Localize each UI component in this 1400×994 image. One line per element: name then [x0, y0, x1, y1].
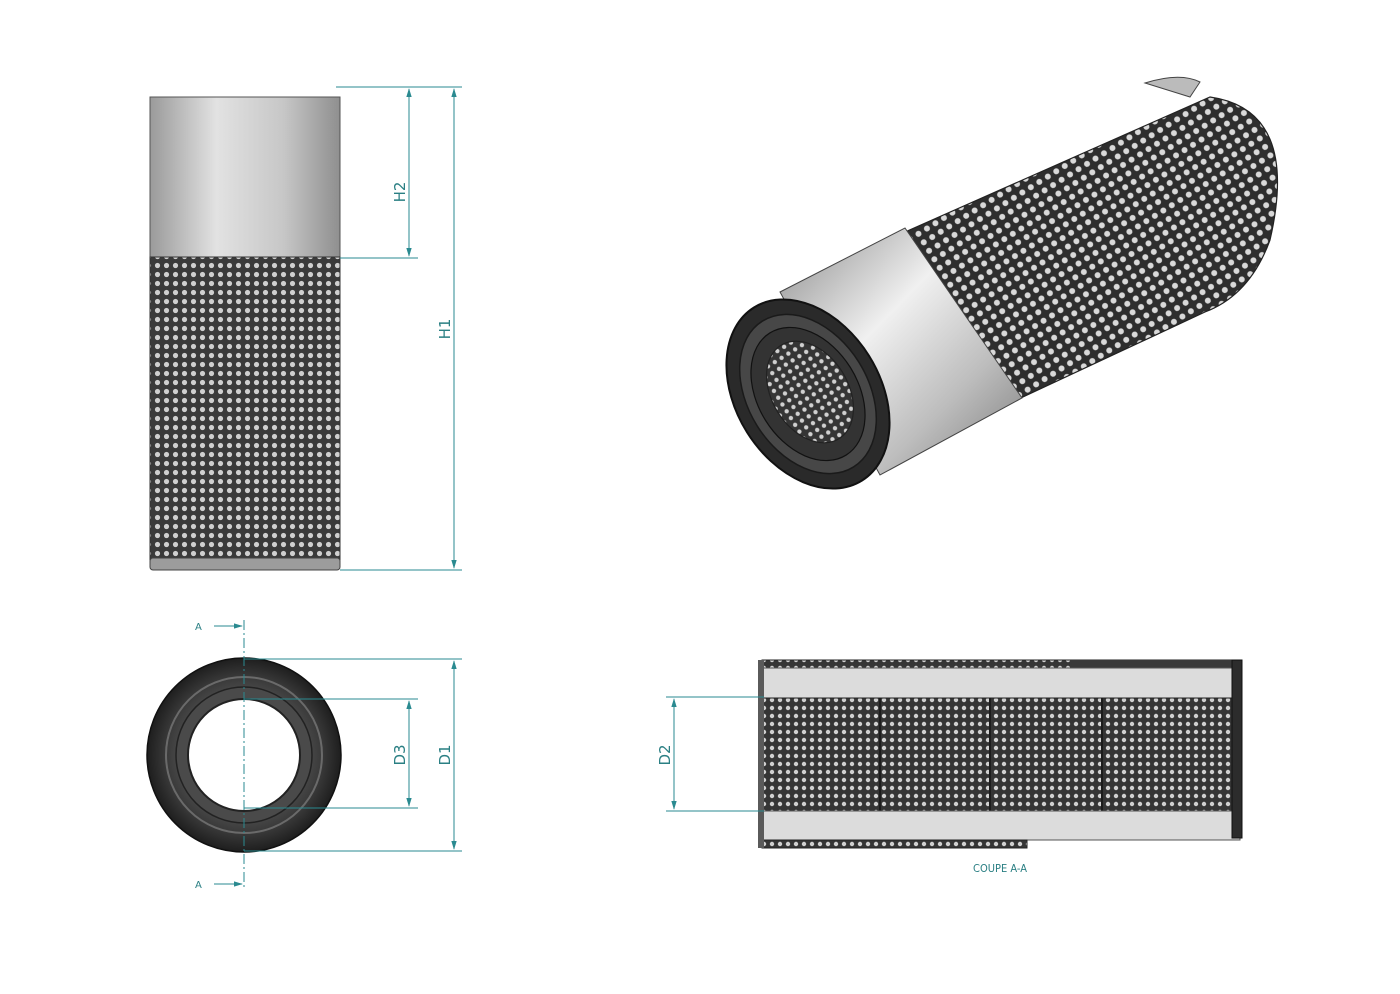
front-view-bottom-cap	[149, 557, 341, 571]
dimension-h2: H2	[336, 86, 418, 259]
dimension-d3: D3	[244, 698, 418, 809]
dimension-label-d2: D2	[656, 744, 674, 765]
front-view-top-cap	[149, 96, 341, 258]
front-view	[149, 96, 341, 571]
isometric-perforated-body	[904, 96, 1279, 404]
section-media-bottom	[761, 810, 1241, 841]
dimension-d1: D1	[244, 658, 462, 852]
section-inner-core	[761, 697, 1241, 812]
dimension-d2: D2	[656, 696, 764, 812]
section-marker-top: A	[195, 622, 243, 633]
dimension-label-d3: D3	[391, 744, 409, 765]
isometric-view	[725, 76, 1279, 490]
section-marker-bottom-label: A	[195, 880, 202, 891]
top-view	[146, 620, 342, 890]
dimension-label-d1: D1	[436, 744, 454, 765]
section-marker-top-label: A	[195, 622, 202, 633]
section-media-top	[761, 667, 1241, 699]
section-marker-bottom: A	[195, 880, 243, 891]
section-caption: COUPE A-A	[973, 862, 1027, 875]
isometric-inner-core	[765, 340, 855, 444]
section-end-cap	[1231, 659, 1243, 839]
dimension-label-h1: H1	[436, 319, 454, 340]
section-view	[758, 659, 1243, 849]
dimension-h1: H1	[340, 86, 462, 571]
dimension-label-h2: H2	[391, 182, 409, 203]
front-view-perforated-body	[149, 256, 341, 561]
section-outer-shell-bottom	[761, 839, 1028, 849]
